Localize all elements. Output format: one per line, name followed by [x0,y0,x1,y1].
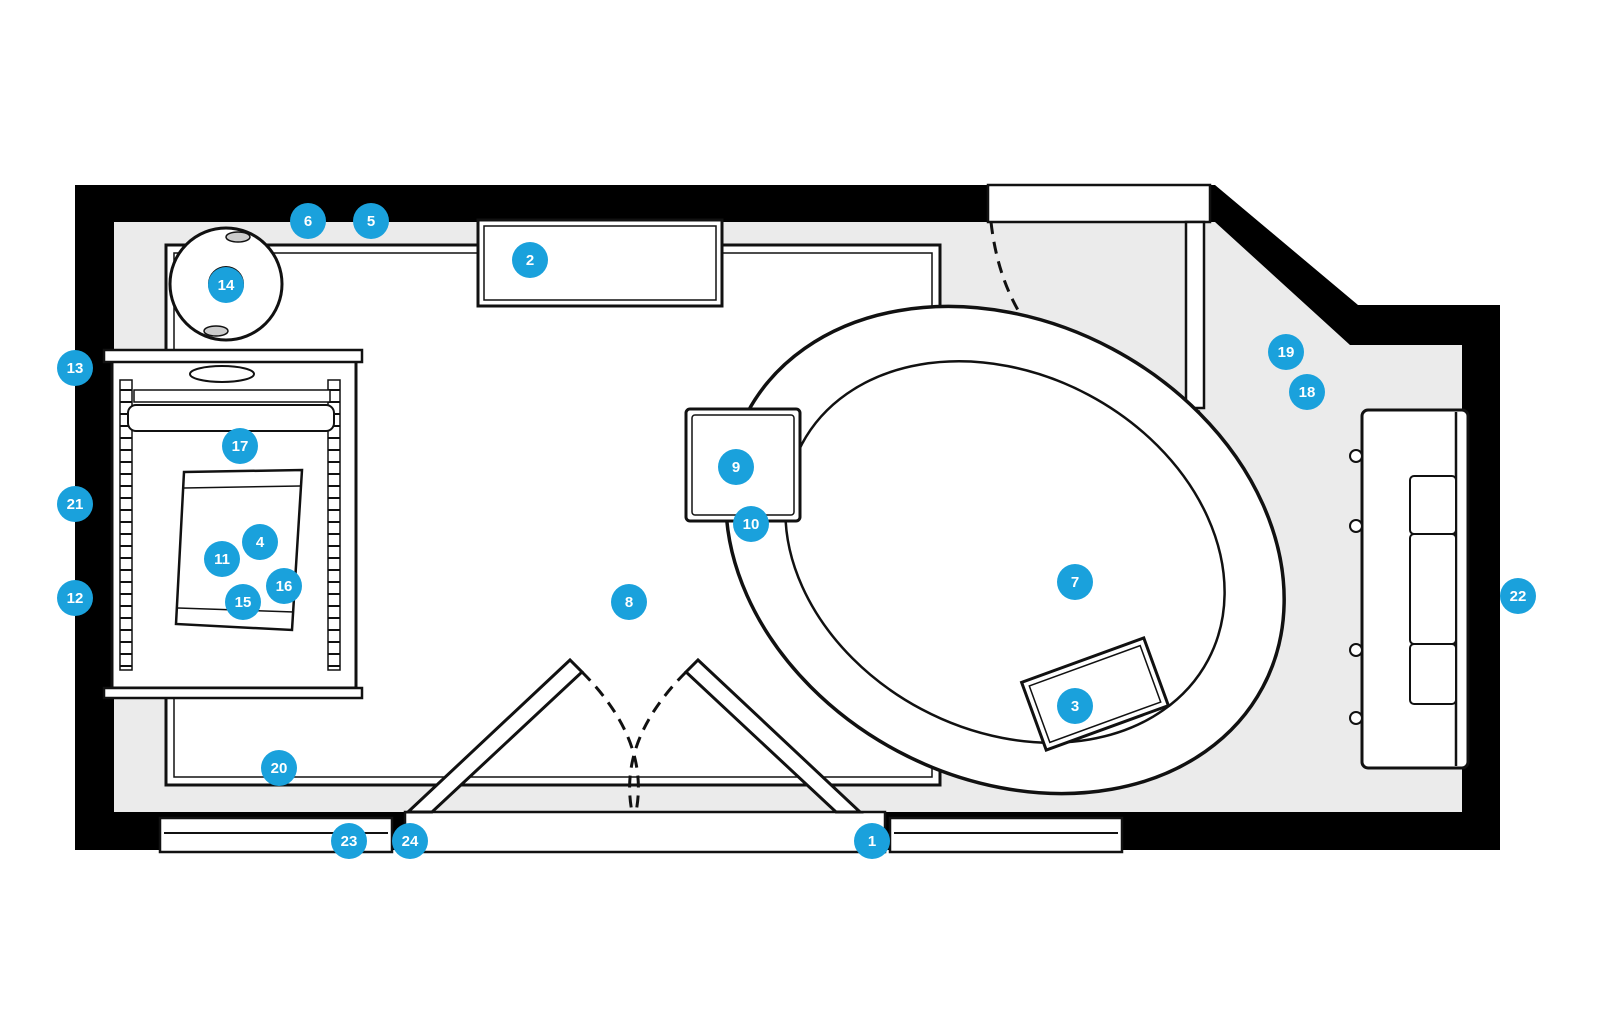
marker-12-label: 12 [66,589,84,607]
crib-left-slats [119,379,133,671]
marker-6-label: 6 [303,212,313,230]
crib-mobile [189,365,255,383]
marker-4-label: 4 [255,533,265,551]
marker-10[interactable]: 10 [733,506,769,542]
marker-13[interactable]: 13 [57,350,93,386]
closet-door-panel [1184,220,1206,410]
marker-16-label: 16 [275,577,293,595]
dresser-top [483,225,717,301]
marker-20[interactable]: 20 [261,750,297,786]
crib-top-rail [102,348,364,364]
marker-24[interactable]: 24 [392,823,428,859]
marker-12[interactable]: 12 [57,580,93,616]
marker-8-label: 8 [624,593,634,611]
marker-14-label: 14 [217,276,235,294]
marker-19-label: 19 [1277,343,1295,361]
sofa-cushion-middle [1409,533,1457,645]
entry-threshold [403,810,887,854]
marker-10-label: 10 [742,515,760,533]
marker-21[interactable]: 21 [57,486,93,522]
marker-15-label: 15 [234,593,252,611]
marker-14[interactable]: 14 [208,267,244,303]
marker-20-label: 20 [270,759,288,777]
marker-5[interactable]: 5 [353,203,389,239]
crib-bottom-rail [102,686,364,700]
marker-17-label: 17 [231,437,249,455]
door-right-swing [628,670,688,813]
marker-2-label: 2 [525,251,535,269]
sofa-leg-1 [1349,449,1363,463]
crib-bumper [127,404,335,432]
sofa-leg-4 [1349,711,1363,725]
marker-17[interactable]: 17 [222,428,258,464]
marker-11[interactable]: 11 [204,541,240,577]
marker-5-label: 5 [366,212,376,230]
round-rug-inner [784,360,1226,744]
marker-19[interactable]: 19 [1268,334,1304,370]
marker-23-label: 23 [340,832,358,850]
marker-22-label: 22 [1509,587,1527,605]
marker-16[interactable]: 16 [266,568,302,604]
sofa-cushion-top [1409,475,1457,535]
marker-9-label: 9 [731,458,741,476]
marker-1[interactable]: 1 [854,823,890,859]
sofa-leg-3 [1349,643,1363,657]
crib-right-slats [327,379,341,671]
sofa-cushion-bottom [1409,643,1457,705]
marker-18-label: 18 [1298,383,1316,401]
dresser [476,218,724,308]
marker-4[interactable]: 4 [242,524,278,560]
marker-21-label: 21 [66,495,84,513]
marker-7[interactable]: 7 [1057,564,1093,600]
door-left-swing [580,670,640,813]
marker-8[interactable]: 8 [611,584,647,620]
sofa-leg-2 [1349,519,1363,533]
marker-23[interactable]: 23 [331,823,367,859]
marker-3[interactable]: 3 [1057,688,1093,724]
crib-mattress-edge [133,389,331,403]
marker-1-label: 1 [867,832,877,850]
side-table-foot-bottom [203,325,229,337]
marker-2[interactable]: 2 [512,242,548,278]
crib-blanket-hem-top [183,485,301,489]
marker-9[interactable]: 9 [718,449,754,485]
marker-18[interactable]: 18 [1289,374,1325,410]
tray [1019,636,1171,752]
top-door-frame [986,183,1212,224]
marker-13-label: 13 [66,359,84,377]
window-right [888,816,1124,854]
marker-7-label: 7 [1070,573,1080,591]
marker-24-label: 24 [401,832,419,850]
marker-11-label: 11 [214,550,230,568]
marker-22[interactable]: 22 [1500,578,1536,614]
marker-6[interactable]: 6 [290,203,326,239]
side-table-foot-top [225,231,251,243]
marker-3-label: 3 [1070,697,1080,715]
marker-15[interactable]: 15 [225,584,261,620]
